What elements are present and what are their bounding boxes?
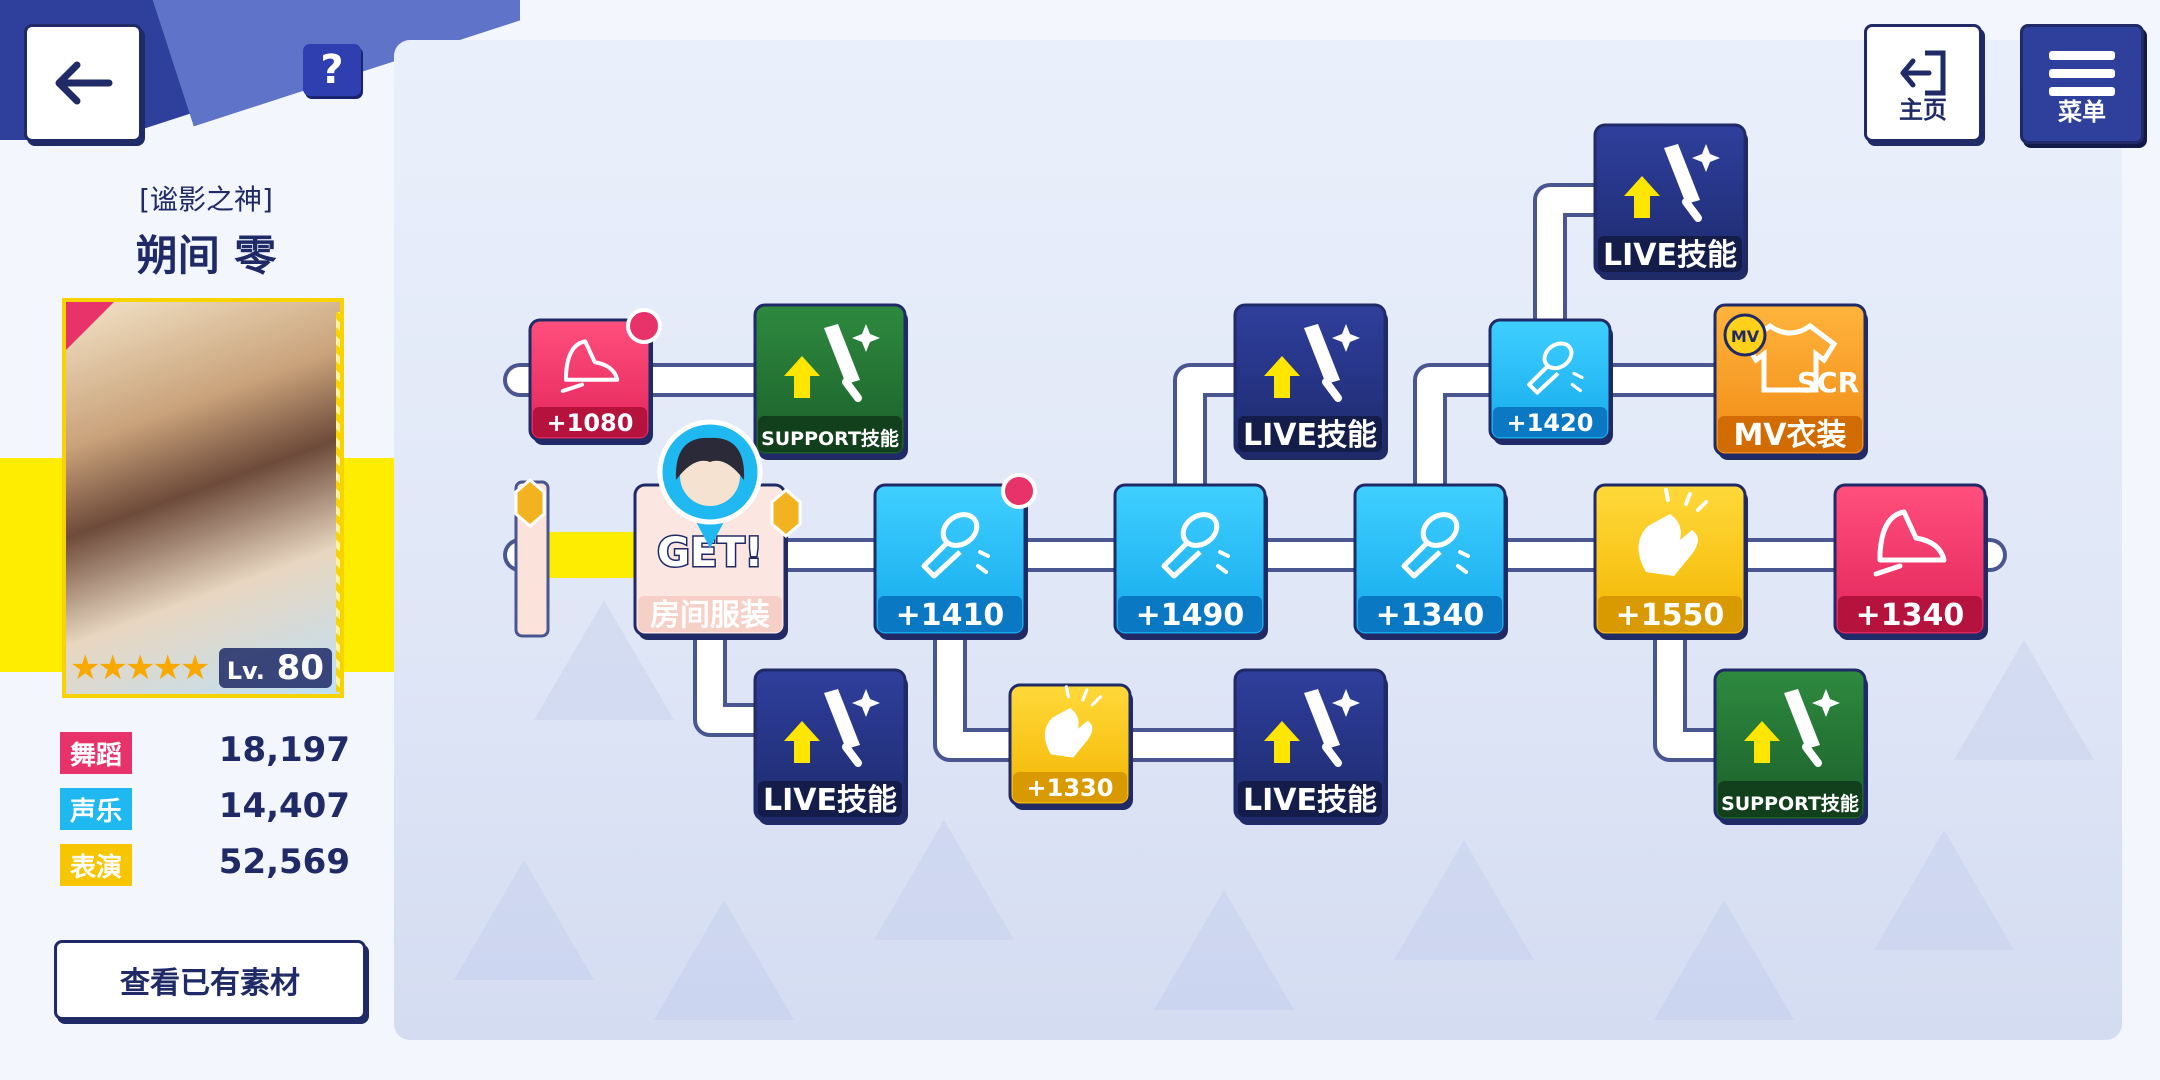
back-button[interactable] — [24, 24, 142, 142]
arrow-left-icon — [55, 61, 113, 105]
skill-node-vocal-1340[interactable]: +1340 — [1353, 483, 1508, 640]
home-label: 主页 — [1899, 96, 1947, 124]
stat-badge: 表演 — [60, 844, 132, 886]
node-label: +1410 — [896, 598, 1005, 633]
node-label: LIVE技能 — [763, 783, 897, 818]
stat-badge: 声乐 — [60, 788, 132, 830]
menu-label: 菜单 — [2058, 98, 2106, 126]
character-name: 朔间 零 — [135, 231, 277, 280]
notification-dot — [626, 308, 662, 344]
exit-door-icon — [1900, 50, 1946, 96]
rarity-tag — [66, 302, 114, 350]
microphone-icon — [1527, 341, 1584, 395]
node-label: +1340 — [1856, 598, 1965, 633]
view-materials-button[interactable]: 查看已有素材 — [54, 940, 366, 1020]
skill-node-vocal-1490[interactable]: +1490 — [1113, 483, 1268, 640]
microphone-icon — [1401, 512, 1470, 579]
stat-value: 14,407 — [218, 786, 350, 826]
skill-node-room[interactable]: GET!房间服装 — [633, 419, 802, 640]
node-label: +1080 — [547, 409, 634, 437]
skill-node-dance-1080[interactable]: +1080 — [528, 308, 662, 445]
skill-node-perf-1550[interactable]: +1550 — [1593, 483, 1748, 640]
scr-badge: SCR — [1797, 366, 1859, 399]
clap-icon — [1638, 488, 1708, 576]
up-arrow-icon — [1264, 356, 1300, 398]
card-stars: ★★★★★ — [70, 648, 210, 688]
node-label: +1340 — [1376, 598, 1485, 633]
penlight-icon — [1304, 689, 1360, 767]
skill-node-support-1[interactable]: SUPPORT技能 — [753, 303, 908, 460]
skill-node-vocal-1410[interactable]: +1410 — [873, 473, 1037, 640]
up-arrow-icon — [784, 721, 820, 763]
level-value: 80 — [276, 648, 324, 688]
character-avatar-icon — [657, 419, 763, 548]
start-node[interactable] — [514, 478, 550, 638]
node-label: 房间服装 — [650, 598, 770, 633]
penlight-icon — [1664, 144, 1720, 222]
skill-node-support-2[interactable]: SUPPORT技能 — [1713, 668, 1868, 825]
character-title: [谧影之神] — [139, 183, 273, 216]
node-label: LIVE技能 — [1243, 783, 1377, 818]
stat-vocal: 声乐 14,407 — [60, 786, 350, 830]
up-arrow-icon — [784, 356, 820, 398]
music-note-icon — [1723, 313, 1767, 357]
up-arrow-icon — [1744, 721, 1780, 763]
skill-node-mv[interactable]: SCR MV MV衣装 — [1713, 303, 1868, 460]
shirt-icon — [1742, 322, 1838, 393]
microphone-icon — [921, 512, 990, 579]
skill-node-live-2[interactable]: LIVE技能 — [1233, 303, 1388, 460]
level-prefix: Lv. — [226, 657, 265, 685]
node-label: +1550 — [1616, 598, 1725, 633]
stat-value: 52,569 — [218, 842, 350, 882]
penlight-icon — [1304, 324, 1360, 402]
penlight-icon — [1784, 689, 1840, 767]
skill-node-vocal-1420[interactable]: +1420 — [1488, 318, 1613, 445]
mv-tag: MV — [1731, 327, 1760, 346]
node-label: LIVE技能 — [1603, 238, 1737, 273]
node-label: LIVE技能 — [1243, 418, 1377, 453]
hamburger-icon — [2049, 51, 2115, 105]
card-level: Lv. 80 — [218, 648, 332, 688]
up-arrow-icon — [1624, 176, 1660, 218]
microphone-icon — [1161, 512, 1230, 579]
node-label: SUPPORT技能 — [1721, 792, 1859, 815]
up-arrow-icon — [1264, 721, 1300, 763]
node-label: MV衣装 — [1733, 418, 1846, 453]
skill-node-live-4[interactable]: LIVE技能 — [1593, 123, 1748, 280]
skill-node-live-3[interactable]: LIVE技能 — [1233, 668, 1388, 825]
clap-icon — [1044, 685, 1102, 758]
menu-button[interactable]: 菜单 — [2020, 24, 2144, 144]
gold-badge-icon — [514, 478, 546, 528]
skill-node-perf-1330[interactable]: +1330 — [1008, 683, 1133, 810]
stat-badge: 舞蹈 — [60, 732, 132, 774]
node-label: +1420 — [1507, 409, 1594, 437]
help-button[interactable]: ? — [303, 44, 361, 96]
stat-value: 18,197 — [218, 730, 350, 770]
stat-performance: 表演 52,569 — [60, 842, 350, 886]
penlight-icon — [824, 324, 880, 402]
stat-dance: 舞蹈 18,197 — [60, 730, 350, 774]
node-label: SUPPORT技能 — [761, 427, 899, 450]
penlight-icon — [824, 689, 880, 767]
notification-dot — [1001, 473, 1037, 509]
sneaker-icon — [1877, 509, 1947, 563]
node-label: +1330 — [1027, 774, 1114, 802]
skill-node-dance-1340[interactable]: +1340 — [1833, 483, 1988, 640]
gold-badge-icon — [770, 488, 802, 538]
home-button[interactable]: 主页 — [1864, 24, 1982, 142]
character-card[interactable]: ★★★★★ Lv. 80 — [62, 298, 344, 698]
skill-node-live-1[interactable]: LIVE技能 — [753, 668, 908, 825]
card-stripe — [336, 312, 340, 692]
sneaker-icon — [564, 339, 620, 382]
node-label: +1490 — [1136, 598, 1245, 633]
